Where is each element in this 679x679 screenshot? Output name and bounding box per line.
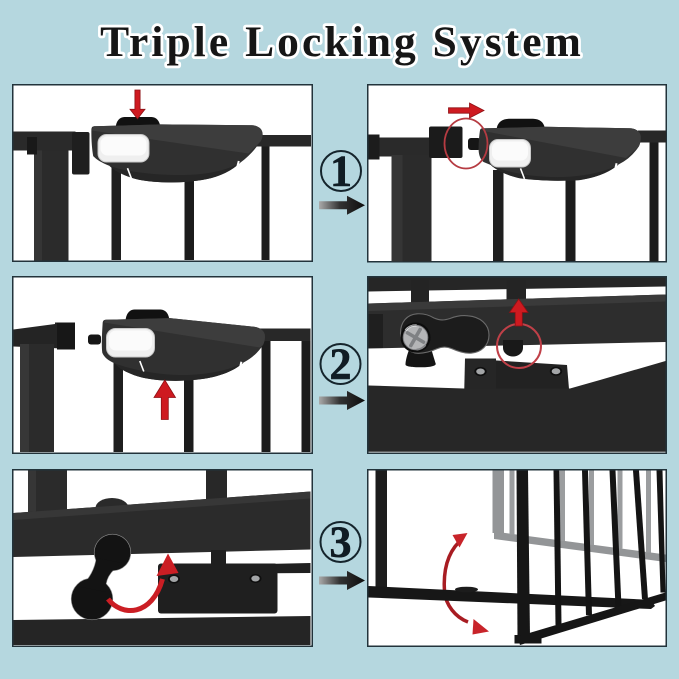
svg-text:3: 3: [330, 518, 352, 567]
svg-text:Triple Locking System: Triple Locking System: [100, 18, 584, 66]
svg-text:1: 1: [330, 147, 352, 196]
svg-text:2: 2: [330, 340, 352, 389]
